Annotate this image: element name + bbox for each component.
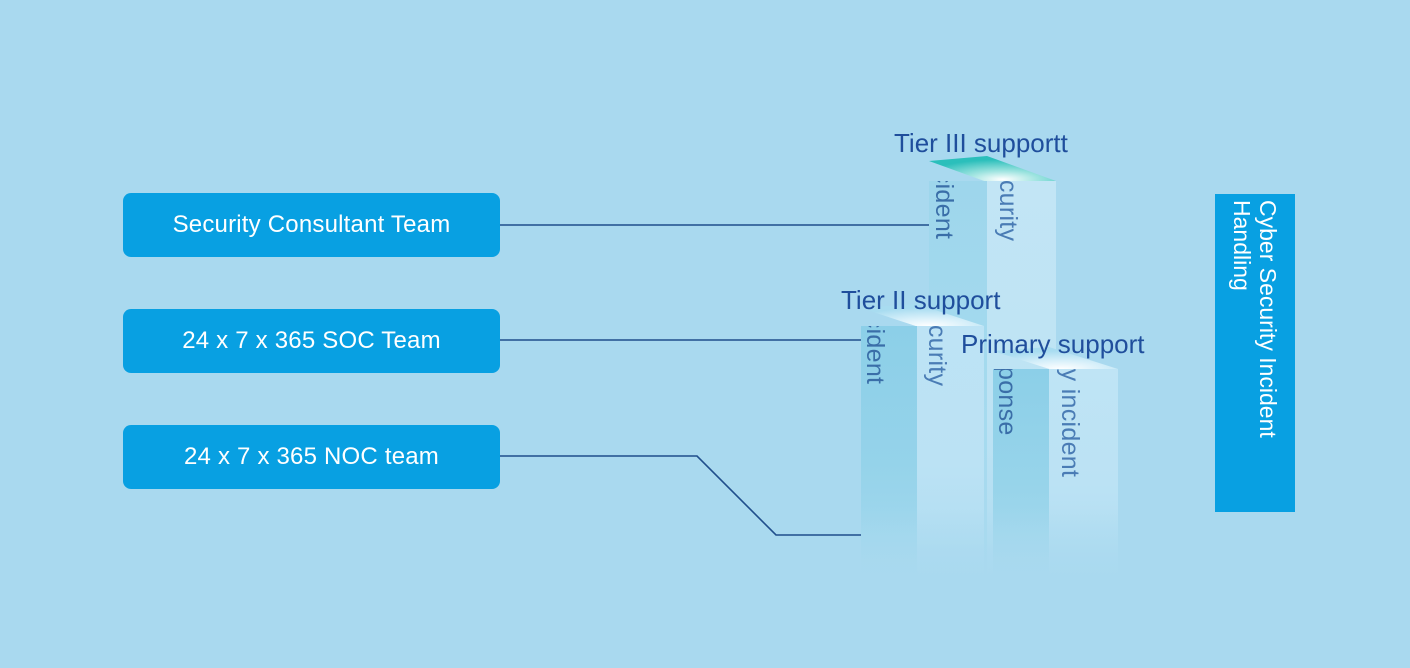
team-box-soc[interactable]: 24 x 7 x 365 SOC Team xyxy=(123,309,500,373)
right-banner-label: Cyber Security Incident Handling xyxy=(1229,200,1281,438)
bar-tier3-right-text: Security xyxy=(993,181,1022,242)
bar-tier2: incident Security xyxy=(861,304,984,578)
bar-primary-face-left: response xyxy=(993,369,1049,578)
bar-tier3-left-text: incident xyxy=(930,181,958,240)
bar-tier2-top-lid xyxy=(861,304,984,330)
team-box-noc[interactable]: 24 x 7 x 365 NOC team xyxy=(123,425,500,489)
bar-tier2-left-text: incident xyxy=(861,326,889,385)
bar-tier2-right-text: Security xyxy=(922,326,951,387)
team-box-security-consultant[interactable]: Security Consultant Team xyxy=(123,193,500,257)
bar-primary-right-text: Security incident xyxy=(1055,369,1084,478)
bar-primary-face-right: Security incident xyxy=(1049,369,1118,578)
bar-tier2-face-right: Security xyxy=(917,326,984,578)
bar-primary-support: response Security incident xyxy=(993,347,1118,578)
bar-primary-top-lid xyxy=(993,347,1118,373)
bar-tier3-top-lid xyxy=(929,156,1056,186)
team-box-label: Security Consultant Team xyxy=(172,211,451,238)
caption-primary-support: Primary support xyxy=(961,329,1145,359)
caption-tier2: Tier II support xyxy=(841,285,1001,315)
bar-primary-left-text: response xyxy=(993,369,1021,436)
team-box-label: 24 x 7 x 365 NOC team xyxy=(184,443,439,470)
caption-tier3: Tier III supportt xyxy=(894,128,1068,158)
team-box-label: 24 x 7 x 365 SOC Team xyxy=(182,327,441,354)
bar-tier2-face-left: incident xyxy=(861,326,917,578)
right-banner-cyber-security-incident-handling: Cyber Security Incident Handling xyxy=(1215,194,1295,512)
